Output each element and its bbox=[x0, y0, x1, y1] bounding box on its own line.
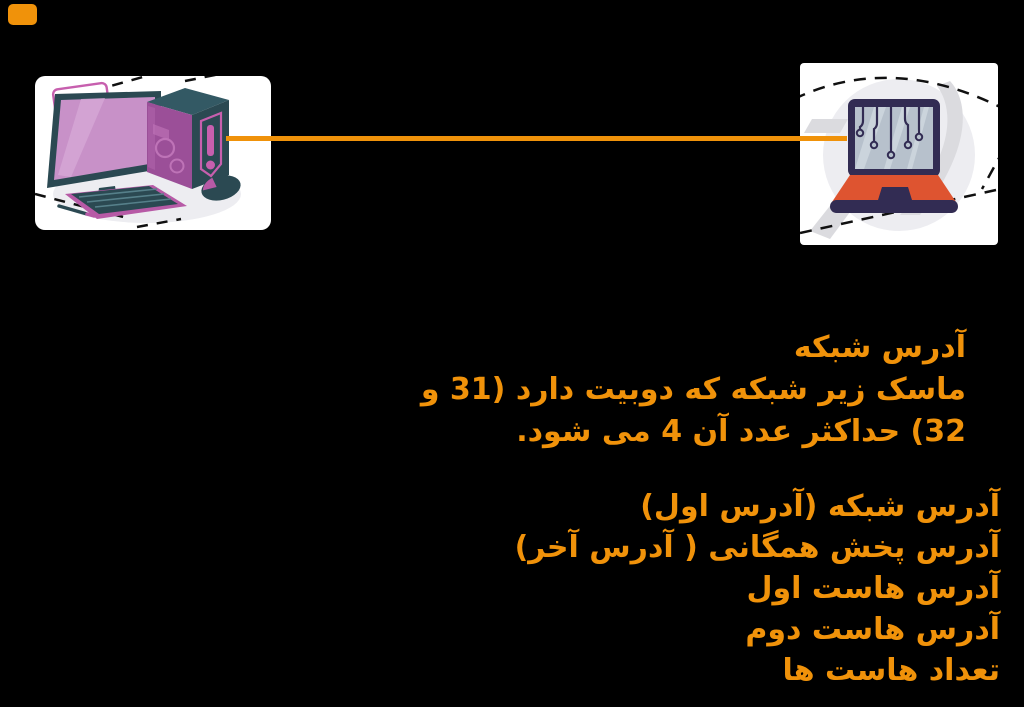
pc-tower-icon bbox=[147, 88, 229, 189]
laptop-icon bbox=[800, 76, 998, 239]
mouse-icon bbox=[201, 175, 241, 201]
address-label: آدرس پخش همگانی ( آدرس آخر) bbox=[514, 530, 1000, 565]
address-label: آدرس هاست اول bbox=[746, 571, 1000, 606]
network-connection-line bbox=[226, 136, 847, 141]
monitor-icon bbox=[47, 91, 161, 206]
keyboard-icon bbox=[65, 185, 187, 219]
note-line: ماسک زیر شبکه که دوبیت دارد (31 و bbox=[420, 372, 966, 407]
dashed-decoration bbox=[800, 76, 998, 235]
note-line: آدرس شبکه bbox=[793, 330, 966, 365]
desktop-computer-illustration bbox=[35, 76, 271, 230]
desktop-computer-icon bbox=[35, 76, 241, 229]
laptop-screen bbox=[848, 99, 940, 177]
orange-corner-chip bbox=[8, 4, 37, 25]
laptop-base bbox=[830, 175, 958, 213]
address-label: آدرس هاست دوم bbox=[745, 612, 1000, 647]
subnet-mask-note: آدرس شبکه ماسک زیر شبکه که دوبیت دارد (3… bbox=[421, 327, 966, 453]
laptop-illustration bbox=[800, 63, 998, 245]
pen-icon bbox=[57, 204, 96, 218]
address-label: تعداد هاست ها bbox=[782, 653, 1001, 688]
address-labels-list: آدرس شبکه (آدرس اول) آدرس پخش همگانی ( آ… bbox=[515, 486, 1000, 691]
note-line: 32) حداکثر عدد آن 4 می شود. bbox=[516, 414, 966, 449]
address-label: آدرس شبکه (آدرس اول) bbox=[640, 489, 1000, 524]
circuit-lines-icon bbox=[858, 107, 921, 151]
